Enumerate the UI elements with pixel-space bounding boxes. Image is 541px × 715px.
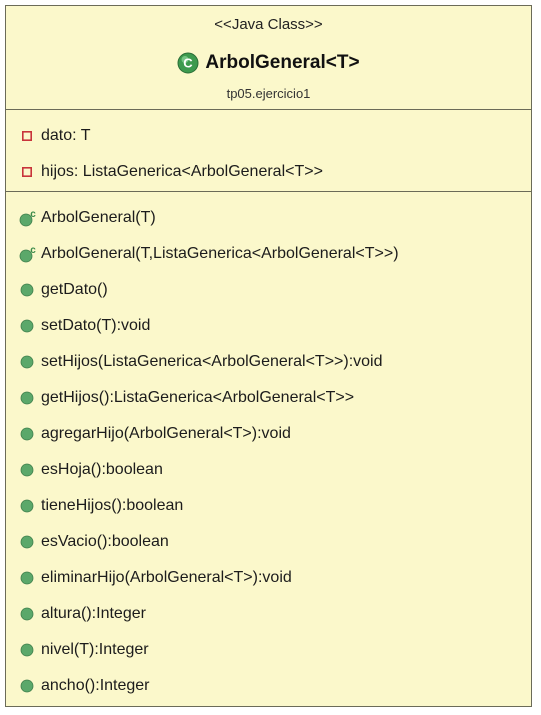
method-text: ArbolGeneral(T): [41, 209, 156, 226]
method-row: altura():Integer: [6, 602, 146, 626]
public-method-icon: [20, 283, 34, 297]
package-label: tp05.ejercicio1: [226, 86, 311, 101]
method-text: eliminarHijo(ArbolGeneral<T>):void: [41, 569, 292, 586]
public-method-icon: [20, 607, 34, 621]
class-icon: C: [177, 52, 199, 74]
method-text: agregarHijo(ArbolGeneral<T>):void: [41, 425, 291, 442]
stereotype-label: <<Java Class>>: [214, 16, 323, 33]
method-row: agregarHijo(ArbolGeneral<T>):void: [6, 422, 291, 446]
method-text: setDato(T):void: [41, 317, 151, 334]
private-field-icon: [22, 131, 32, 141]
public-method-icon: [20, 427, 34, 441]
constructor-row: c ArbolGeneral(T,ListaGenerica<ArbolGene…: [6, 242, 399, 266]
method-row: nivel(T):Integer: [6, 638, 149, 662]
method-text: esHoja():boolean: [41, 461, 163, 478]
method-text: esVacio():boolean: [41, 533, 169, 550]
class-title-row: C ArbolGeneral<T>: [6, 52, 531, 74]
public-method-icon: [20, 679, 34, 693]
field-text: dato: T: [41, 127, 91, 144]
public-method-icon: [20, 391, 34, 405]
method-row: esVacio():boolean: [6, 530, 169, 554]
constructor-icon: c: [19, 209, 36, 227]
method-text: ArbolGeneral(T,ListaGenerica<ArbolGenera…: [41, 245, 399, 262]
method-row: setHijos(ListaGenerica<ArbolGeneral<T>>)…: [6, 350, 383, 374]
method-text: getDato(): [41, 281, 108, 298]
constructor-row: c ArbolGeneral(T): [6, 206, 156, 230]
method-text: nivel(T):Integer: [41, 641, 149, 658]
method-row: tieneHijos():boolean: [6, 494, 183, 518]
svg-text:C: C: [184, 56, 194, 71]
method-text: tieneHijos():boolean: [41, 497, 184, 514]
public-method-icon: [20, 643, 34, 657]
method-row: ancho():Integer: [6, 674, 150, 698]
class-header: <<Java Class>> C ArbolGeneral<T> tp05.ej…: [6, 6, 531, 110]
constructor-icon: c: [19, 245, 36, 263]
public-method-icon: [20, 535, 34, 549]
method-row: getDato(): [6, 278, 108, 302]
method-text: setHijos(ListaGenerica<ArbolGeneral<T>>)…: [41, 353, 383, 370]
method-row: getHijos():ListaGenerica<ArbolGeneral<T>…: [6, 386, 354, 410]
svg-text:c: c: [30, 209, 36, 220]
method-text: getHijos():ListaGenerica<ArbolGeneral<T>…: [41, 389, 355, 406]
public-method-icon: [20, 463, 34, 477]
svg-text:c: c: [30, 245, 36, 256]
public-method-icon: [20, 355, 34, 369]
method-row: esHoja():boolean: [6, 458, 163, 482]
fields-compartment: dato: T hijos: ListaGenerica<ArbolGenera…: [6, 110, 531, 192]
class-name: ArbolGeneral<T>: [205, 52, 360, 73]
private-field-icon: [22, 167, 32, 177]
field-row: dato: T: [6, 124, 91, 148]
method-row: eliminarHijo(ArbolGeneral<T>):void: [6, 566, 292, 590]
method-text: altura():Integer: [41, 605, 146, 622]
field-text: hijos: ListaGenerica<ArbolGeneral<T>>: [41, 163, 323, 180]
method-row: setDato(T):void: [6, 314, 150, 338]
uml-class-box: <<Java Class>> C ArbolGeneral<T> tp05.ej…: [5, 5, 532, 707]
public-method-icon: [20, 499, 34, 513]
method-text: ancho():Integer: [41, 677, 150, 694]
public-method-icon: [20, 319, 34, 333]
field-row: hijos: ListaGenerica<ArbolGeneral<T>>: [6, 160, 323, 184]
public-method-icon: [20, 571, 34, 585]
